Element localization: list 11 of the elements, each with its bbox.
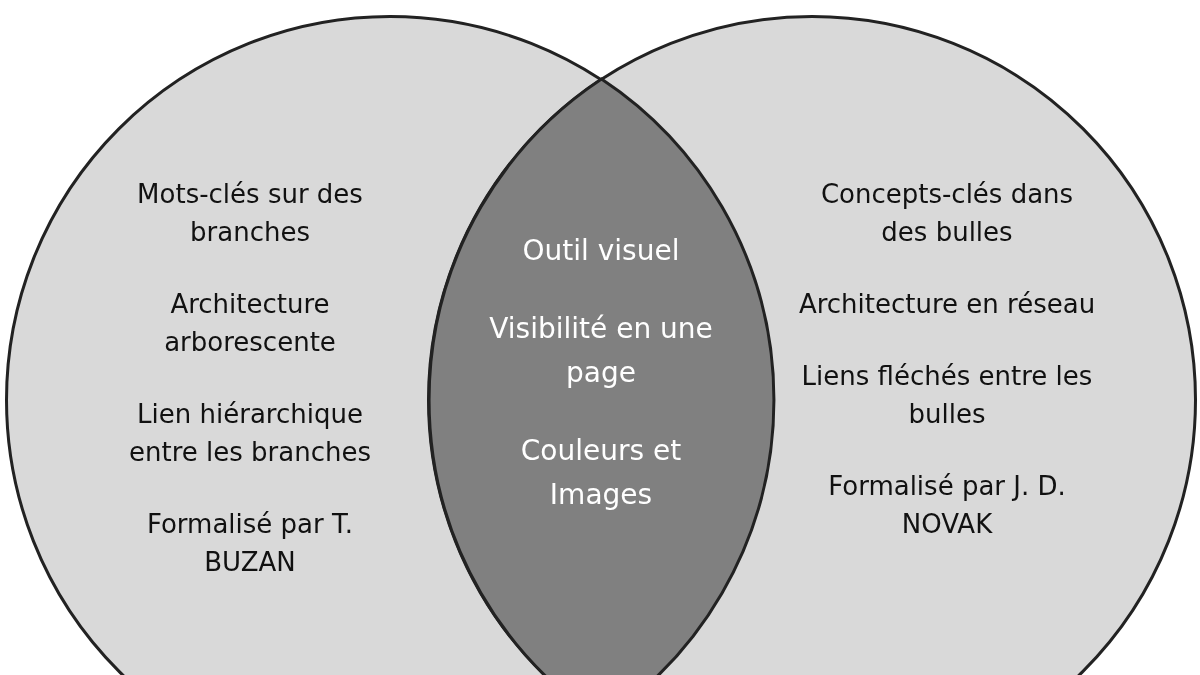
feature-text: Mots-clés sur des branches bbox=[136, 178, 364, 249]
feature-text: Architecture arborescente bbox=[163, 288, 337, 359]
feature-text: Formalisé par T. BUZAN bbox=[145, 508, 355, 579]
feature-text: Couleurs et Images bbox=[519, 433, 683, 513]
feature-text: Concepts-clés dans des bulles bbox=[819, 178, 1075, 249]
feature-text: Liens fléchés entre les bulles bbox=[800, 360, 1094, 431]
feature-text: Architecture en réseau bbox=[798, 288, 1096, 321]
feature-text: Outil visuel bbox=[522, 233, 680, 269]
feature-text: Formalisé par J. D. NOVAK bbox=[827, 470, 1067, 541]
feature-text: Visibilité en une page bbox=[488, 311, 714, 391]
feature-text: Lien hiérarchique entre les branches bbox=[128, 398, 372, 469]
